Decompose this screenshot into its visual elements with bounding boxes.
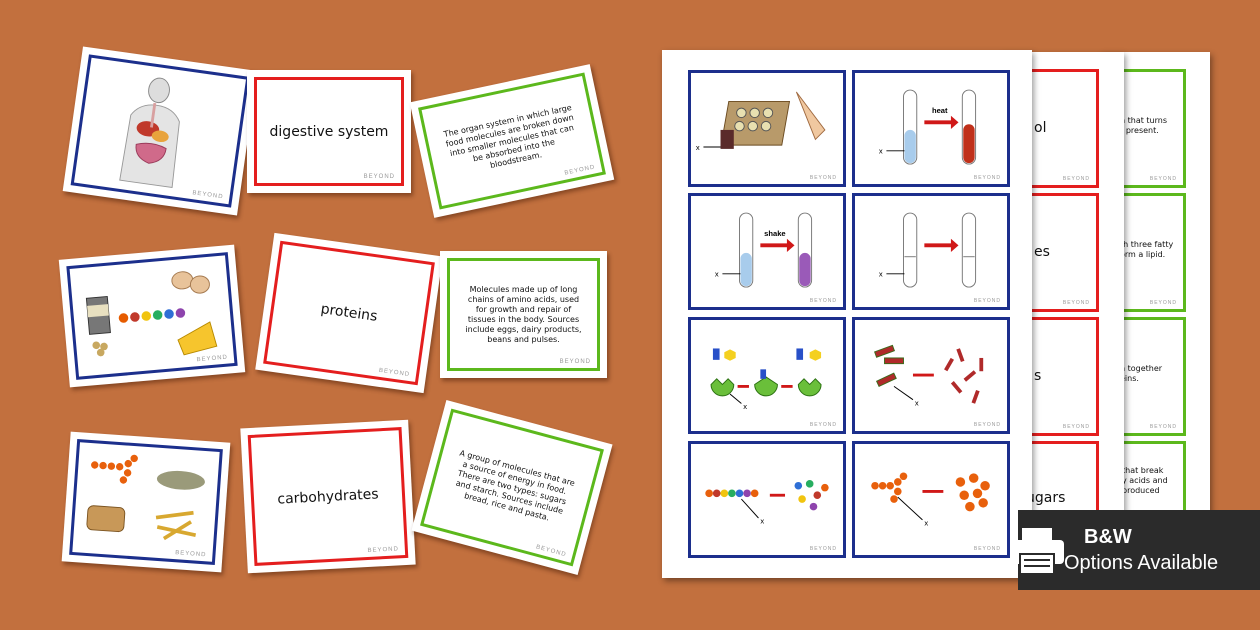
- partial-term: ugars: [1026, 490, 1066, 506]
- partial-term: es: [1034, 244, 1050, 260]
- brand-label: BEYOND: [363, 174, 395, 180]
- brand-label: BEYOND: [1149, 424, 1177, 430]
- picture-card-enzyme: x BEYOND: [688, 317, 846, 434]
- brand-label: BEYOND: [196, 354, 229, 364]
- definition-card-proteins: Molecules made up of long chains of amin…: [440, 251, 607, 378]
- picture-card-starch-breakdown: x BEYOND: [852, 441, 1010, 558]
- brand-label: BEYOND: [1062, 424, 1090, 430]
- picture-card-digestive-system: BEYOND: [62, 46, 258, 216]
- brand-label: BEYOND: [809, 422, 837, 428]
- brand-label: BEYOND: [973, 546, 1001, 552]
- worksheet-front: x BEYOND heat x BEYOND shake x BEYOND x …: [662, 50, 1032, 578]
- term-text: carbohydrates: [277, 485, 379, 508]
- x-label: x: [879, 147, 883, 156]
- x-label: x: [715, 270, 719, 279]
- brand-label: BEYOND: [1149, 176, 1177, 182]
- x-label: x: [924, 519, 928, 528]
- brand-label: BEYOND: [809, 546, 837, 552]
- definition-card-carbohydrates: A group of molecules that are a source o…: [411, 400, 613, 575]
- bw-options-badge: B&W Options Available: [1010, 510, 1260, 590]
- term-text: digestive system: [269, 123, 389, 140]
- brand-label: BEYOND: [809, 298, 837, 304]
- partial-definition: n that turns: [1120, 116, 1167, 125]
- partial-definition: produced: [1122, 486, 1160, 495]
- term-text: proteins: [319, 301, 379, 325]
- brand-label: BEYOND: [174, 550, 207, 559]
- definition-card-digestive-system: The organ system in which large food mol…: [409, 64, 615, 218]
- brand-label: BEYOND: [563, 164, 596, 177]
- x-label: x: [760, 517, 764, 526]
- badge-subtitle: Options Available: [1064, 552, 1219, 574]
- partial-definition: n together: [1120, 364, 1163, 373]
- picture-card-empty-test: x BEYOND: [852, 193, 1010, 310]
- picture-card-amino-acid-chain: x BEYOND: [688, 441, 846, 558]
- brand-label: BEYOND: [559, 359, 591, 365]
- printer-icon: [1010, 528, 1064, 575]
- definition-text: A group of molecules that are a source o…: [454, 447, 576, 523]
- brand-label: BEYOND: [378, 367, 411, 379]
- picture-card-carbohydrates: BEYOND: [61, 431, 231, 573]
- partial-definition: orm a lipid.: [1120, 250, 1166, 259]
- picture-card-benedicts-test: heat x BEYOND: [852, 70, 1010, 187]
- partial-term: s: [1034, 368, 1042, 384]
- brand-label: BEYOND: [973, 422, 1001, 428]
- partial-definition: y acids and: [1122, 476, 1168, 485]
- x-label: x: [879, 270, 883, 279]
- brand-label: BEYOND: [809, 175, 837, 181]
- x-label: x: [915, 398, 919, 407]
- picture-card-proteins: BEYOND: [58, 244, 246, 388]
- shake-label: shake: [764, 229, 786, 238]
- brand-label: BEYOND: [535, 544, 568, 559]
- brand-label: BEYOND: [973, 175, 1001, 181]
- partial-definition: r present.: [1120, 126, 1159, 135]
- x-label: x: [743, 402, 747, 411]
- partial-definition: eins.: [1120, 374, 1139, 383]
- digestive-system-illustration: [119, 77, 180, 189]
- brand-label: BEYOND: [973, 298, 1001, 304]
- partial-definition: that break: [1122, 466, 1164, 475]
- definition-text: Molecules made up of long chains of amin…: [465, 284, 582, 344]
- carbohydrate-foods-illustration: [86, 454, 205, 541]
- brand-label: BEYOND: [1149, 300, 1177, 306]
- picture-card-protein-breakdown: x BEYOND: [852, 317, 1010, 434]
- picture-card-biuret-test: shake x BEYOND: [688, 193, 846, 310]
- partial-definition: th three fatty: [1120, 240, 1174, 249]
- card-frame: BEYOND: [70, 54, 250, 208]
- x-label: x: [696, 143, 700, 152]
- badge-title: B&W: [1084, 526, 1132, 548]
- brand-label: BEYOND: [1062, 300, 1090, 306]
- partial-term: ol: [1034, 120, 1047, 136]
- brand-label: BEYOND: [367, 546, 400, 554]
- picture-card-iodine-test: x BEYOND: [688, 70, 846, 187]
- protein-foods-illustration: [85, 271, 218, 357]
- heat-label: heat: [932, 106, 948, 115]
- brand-label: BEYOND: [1062, 176, 1090, 182]
